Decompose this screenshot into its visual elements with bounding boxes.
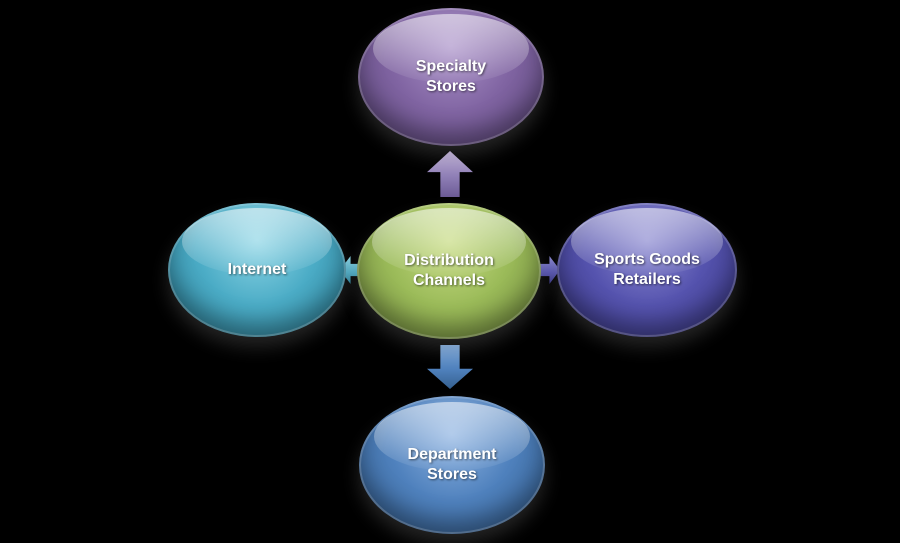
node-specialty-stores: Specialty Stores (358, 8, 544, 146)
node-internet-label: Internet (227, 261, 287, 278)
node-internet: Internet (168, 203, 346, 337)
node-specialty-stores-label: Specialty Stores (415, 58, 487, 95)
node-distribution-channels: Distribution Channels (357, 203, 541, 339)
down-arrow-icon (427, 345, 473, 389)
node-sports-goods-retailers: Sports Goods Retailers (557, 203, 737, 337)
node-sports-goods-retailers-label: Sports Goods Retailers (594, 251, 700, 288)
node-distribution-channels-label: Distribution Channels (404, 252, 494, 289)
node-department-stores: Department Stores (359, 396, 545, 534)
up-arrow-icon (427, 151, 473, 197)
node-department-stores-label: Department Stores (407, 446, 497, 483)
